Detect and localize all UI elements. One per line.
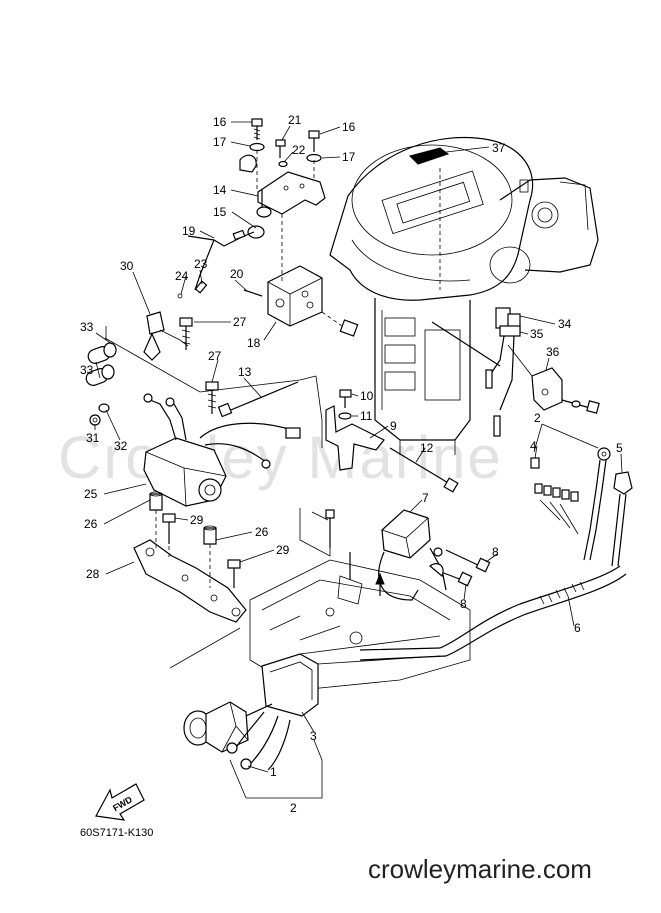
callout-24: 24 — [175, 269, 189, 283]
fwd-arrow: FWD — [95, 783, 145, 821]
callout-10: 10 — [360, 389, 374, 403]
callout-20: 20 — [230, 267, 244, 281]
callout-37: 37 — [492, 141, 506, 155]
lower-case-and-key-switch — [105, 326, 471, 771]
callout-29a: 29 — [190, 513, 204, 527]
callout-27b: 27 — [208, 349, 222, 363]
callout-30: 30 — [120, 259, 134, 273]
callout-29b: 29 — [276, 543, 290, 557]
callout-33a: 33 — [80, 320, 94, 334]
site-url: crowleymarine.com — [368, 854, 592, 884]
callout-22: 22 — [292, 143, 306, 157]
callout-36: 36 — [546, 345, 560, 359]
callout-15: 15 — [213, 205, 227, 219]
callout-13: 13 — [238, 365, 252, 379]
callout-2b: 2 — [290, 801, 297, 815]
callout-4: 4 — [530, 439, 537, 453]
callout-12: 12 — [420, 441, 434, 455]
callout-7: 7 — [422, 491, 429, 505]
diagram-code: 60S7171-K130 — [80, 827, 153, 839]
callout-labels: 16 17 21 22 16 17 37 14 15 19 30 23 24 2… — [80, 113, 623, 815]
callout-31: 31 — [86, 431, 100, 445]
callout-26b: 26 — [255, 525, 269, 539]
callout-16b: 16 — [342, 120, 356, 134]
callout-14: 14 — [213, 183, 227, 197]
callout-5: 5 — [616, 441, 623, 455]
callout-2a: 2 — [534, 411, 541, 425]
callout-26a: 26 — [84, 517, 98, 531]
callout-6: 6 — [574, 621, 581, 635]
callout-25: 25 — [84, 487, 98, 501]
callout-32: 32 — [114, 439, 128, 453]
callout-3: 3 — [310, 729, 317, 743]
callout-8a: 8 — [492, 545, 499, 559]
callout-9: 9 — [390, 419, 397, 433]
top-bracket-assembly — [177, 118, 359, 337]
callout-34: 34 — [558, 317, 572, 331]
callout-21: 21 — [288, 113, 302, 127]
right-components — [359, 147, 633, 661]
callout-16a: 16 — [213, 115, 227, 129]
callout-23: 23 — [194, 257, 208, 271]
center-components — [325, 389, 491, 601]
leader-lines — [94, 121, 623, 799]
callout-27a: 27 — [233, 315, 247, 329]
callout-11: 11 — [360, 409, 373, 423]
callout-35: 35 — [530, 327, 544, 341]
watermark-text: Crowley Marine — [58, 424, 503, 491]
callout-17a: 17 — [213, 135, 227, 149]
callout-18: 18 — [247, 336, 261, 350]
callout-1: 1 — [270, 765, 277, 779]
left-components — [85, 311, 323, 669]
engine-powerhead — [329, 136, 599, 455]
callout-28: 28 — [86, 567, 100, 581]
callout-33b: 33 — [80, 363, 94, 377]
callout-17b: 17 — [342, 150, 356, 164]
callout-19: 19 — [182, 224, 196, 238]
callout-8b: 8 — [460, 597, 467, 611]
